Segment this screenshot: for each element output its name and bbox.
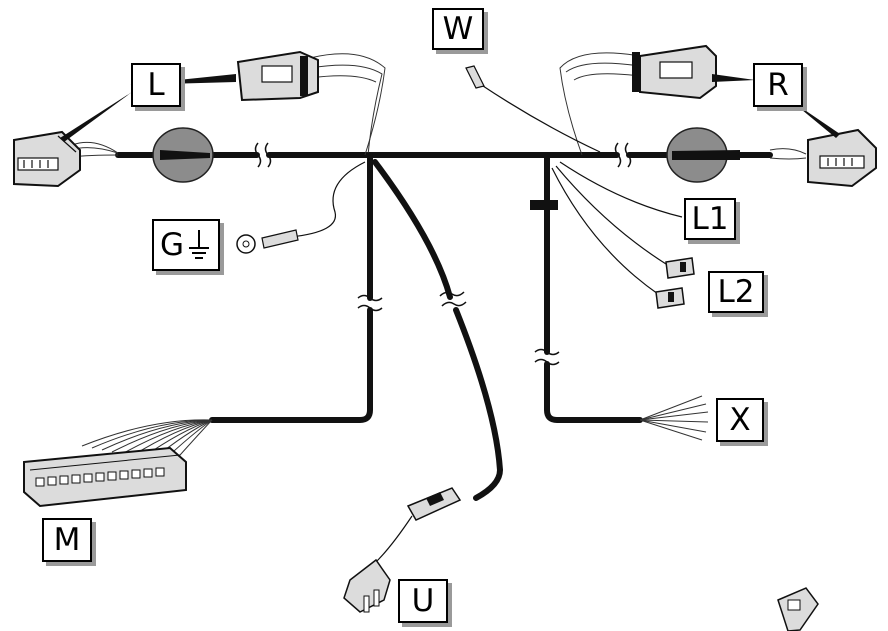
l1-l2-wires bbox=[551, 161, 683, 295]
label-W: W bbox=[432, 8, 484, 50]
label-G: G bbox=[152, 219, 220, 271]
left-grommet bbox=[152, 127, 214, 183]
label-L2: L2 bbox=[708, 271, 764, 313]
x-break-mark bbox=[534, 348, 560, 366]
u-branch-cable bbox=[372, 159, 504, 501]
m-branch-cable bbox=[209, 152, 373, 423]
l2-connector-b bbox=[655, 287, 685, 309]
label-M: M bbox=[42, 518, 92, 562]
m-break-mark bbox=[357, 294, 383, 312]
w-wire bbox=[465, 65, 601, 153]
bottom-right-connector bbox=[777, 587, 819, 631]
label-R-leaders bbox=[712, 74, 840, 138]
label-L1: L1 bbox=[684, 198, 736, 240]
label-R: R bbox=[753, 63, 803, 107]
l2-connector-a bbox=[665, 257, 695, 279]
m-multipin-connector bbox=[23, 446, 187, 508]
label-X: X bbox=[716, 398, 764, 442]
ground-wire bbox=[236, 161, 366, 254]
u-connector bbox=[343, 487, 462, 613]
u-break-mark bbox=[439, 291, 467, 307]
upper-right-connector bbox=[559, 44, 717, 156]
x-branch-cable bbox=[544, 152, 643, 423]
cable-clip bbox=[530, 200, 558, 210]
x-loose-wires bbox=[639, 395, 709, 441]
label-U: U bbox=[398, 579, 448, 623]
left-plug-connector bbox=[13, 130, 119, 188]
right-grommet bbox=[666, 127, 740, 183]
upper-left-connector bbox=[236, 50, 386, 156]
right-plug-connector bbox=[769, 128, 877, 188]
ground-symbol-icon bbox=[189, 230, 210, 259]
label-G-text: G bbox=[160, 226, 185, 263]
trunk-break-marks bbox=[254, 142, 632, 168]
label-L: L bbox=[131, 63, 181, 107]
